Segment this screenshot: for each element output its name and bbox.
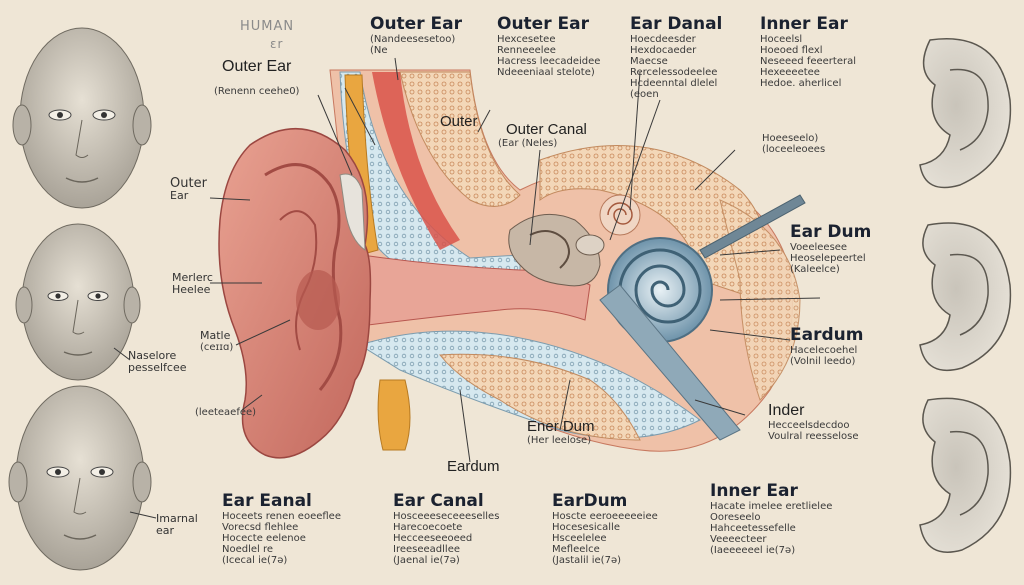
bottom-label-1: Ear Eanal Hoceets renen eoeeflee Vorecsd… xyxy=(222,491,341,566)
side-ear-top xyxy=(919,38,1012,189)
label-vessel: Hoeeseelo) (loceeleoees xyxy=(762,133,826,155)
bottom-label-3: EarDum Hoscte eeroeeeeeiee Hocesesicalle… xyxy=(552,491,658,566)
bottom-label-4: Inner Ear Hacate imelee eretlielee Oores… xyxy=(710,481,833,556)
top-label-3: Ear Danal Hoecdeesder Hexdocaeder Maecse… xyxy=(630,14,723,100)
label-imarnal: Imarnal ear xyxy=(156,512,198,537)
label-outer-ear-small: Outer Ear xyxy=(170,176,207,202)
bottom-label-2: Ear Canal Hosceeeseceeeselles Harecoecoe… xyxy=(393,491,500,566)
label-eardum-right: Eardum Hacelecoehel (Volnil leedo) xyxy=(790,325,864,367)
label-outer-ear-left: Outer Ear (Renenn ceehe0) xyxy=(214,58,300,97)
top-label-2: Outer Ear Hexcesetee Renneeelee Hacress … xyxy=(497,14,601,78)
top-label-4: Inner Ear Hoceelsl Hoeoed flexl Neseeed … xyxy=(760,14,857,89)
label-ener-dum: Ener Dum (Her leelose) xyxy=(527,418,595,446)
face-top xyxy=(12,27,152,209)
leader-lines xyxy=(113,57,821,519)
middle-ear xyxy=(508,194,806,441)
label-outer-mid: Outer xyxy=(440,113,478,130)
title-line1: HUMAN xyxy=(240,19,295,34)
face-middle xyxy=(15,223,141,381)
side-ear-bottom xyxy=(919,397,1012,553)
label-eardum-mid: Eardum xyxy=(447,458,500,475)
side-ear-middle xyxy=(919,222,1012,372)
pinna xyxy=(218,127,411,459)
label-merlerc: Merlerc Heelee xyxy=(172,271,213,296)
label-naselore: Naselore pesselfcee xyxy=(128,349,187,374)
label-basale: (leeteaefee) xyxy=(195,407,257,418)
face-bottom xyxy=(8,385,152,571)
label-inder: Inder Hecceelsdecdoo Voulral reesselose xyxy=(768,402,859,442)
label-matle: Matle (ceɪɪɑ) xyxy=(200,329,234,354)
label-ear-dum-right: Ear Dum Voeeleesee Heoselepeertel (Kalee… xyxy=(790,222,872,275)
title-line2: ɛr xyxy=(270,37,284,51)
top-label-1: Outer Ear (Nandeesesetoo) (Ne xyxy=(370,14,462,56)
label-outer-canal: Outer Canal (Ear (Neles) xyxy=(498,121,587,149)
